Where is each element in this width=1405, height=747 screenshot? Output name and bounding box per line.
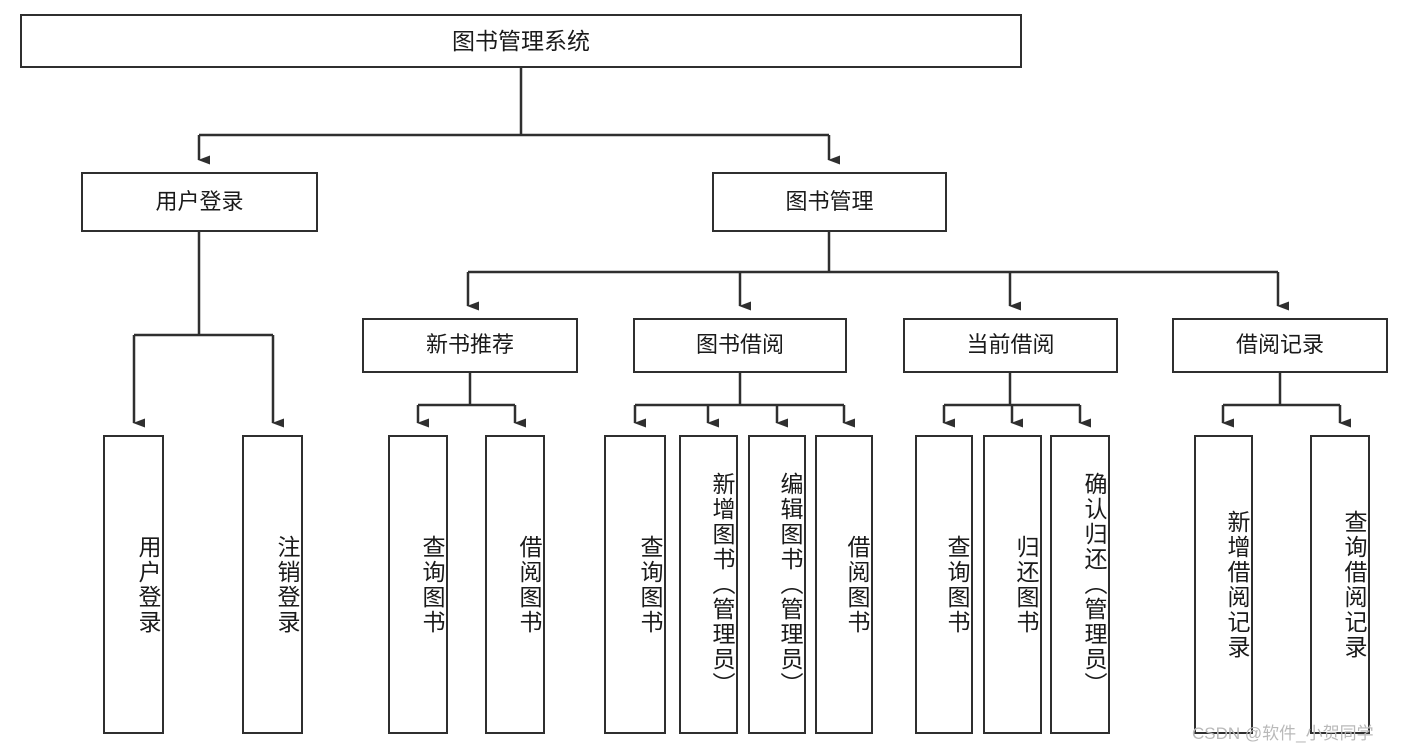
node-label: 编辑图书（管理员） [777, 472, 803, 697]
node-label: 查询图书 [637, 534, 663, 635]
leaf-leaf-add-book[interactable]: 新增图书（管理员） [679, 435, 738, 734]
node-label: 查询图书 [419, 534, 445, 635]
node-label: 新增借阅记录 [1224, 509, 1250, 660]
node-label: 查询借阅记录 [1341, 509, 1367, 660]
node-current-borrow[interactable]: 当前借阅 [903, 318, 1118, 373]
node-book-borrow[interactable]: 图书借阅 [633, 318, 847, 373]
node-borrow-record[interactable]: 借阅记录 [1172, 318, 1388, 373]
node-label: 借阅记录 [1235, 332, 1324, 358]
node-label: 图书管理 [785, 188, 874, 214]
leaf-leaf-logout[interactable]: 注销登录 [242, 435, 303, 734]
leaf-leaf-query-book-3[interactable]: 查询图书 [915, 435, 973, 734]
node-label: 查询图书 [944, 534, 970, 635]
node-label: 借阅图书 [844, 534, 870, 635]
node-label: 当前借阅 [966, 332, 1055, 358]
leaf-leaf-query-book-1[interactable]: 查询图书 [388, 435, 448, 734]
node-label: 借阅图书 [516, 534, 542, 635]
leaf-leaf-borrow-book-1[interactable]: 借阅图书 [485, 435, 545, 734]
node-label: 新增图书（管理员） [709, 472, 735, 697]
node-label: 图书管理系统 [452, 27, 590, 54]
node-user-login[interactable]: 用户登录 [81, 172, 318, 232]
node-book-manage[interactable]: 图书管理 [712, 172, 947, 232]
leaf-leaf-query-book-2[interactable]: 查询图书 [604, 435, 666, 734]
node-label: 用户登录 [155, 188, 244, 214]
leaf-leaf-borrow-book-2[interactable]: 借阅图书 [815, 435, 873, 734]
node-label: 图书借阅 [695, 332, 784, 358]
node-root[interactable]: 图书管理系统 [20, 14, 1022, 68]
node-label: 归还图书 [1013, 534, 1039, 635]
leaf-leaf-edit-book[interactable]: 编辑图书（管理员） [748, 435, 806, 734]
node-new-book-recommend[interactable]: 新书推荐 [362, 318, 578, 373]
leaf-leaf-query-record[interactable]: 查询借阅记录 [1310, 435, 1370, 734]
leaf-leaf-confirm-return[interactable]: 确认归还（管理员） [1050, 435, 1110, 734]
leaf-leaf-user-login[interactable]: 用户登录 [103, 435, 164, 734]
node-label: 用户登录 [135, 534, 161, 635]
node-label: 注销登录 [274, 534, 300, 635]
leaf-leaf-return-book[interactable]: 归还图书 [983, 435, 1042, 734]
csdn-watermark: CSDN @软件_小贺同学 [1192, 724, 1374, 743]
node-label: 确认归还（管理员） [1081, 472, 1107, 697]
node-label: 新书推荐 [425, 332, 514, 358]
leaf-leaf-add-record[interactable]: 新增借阅记录 [1194, 435, 1253, 734]
